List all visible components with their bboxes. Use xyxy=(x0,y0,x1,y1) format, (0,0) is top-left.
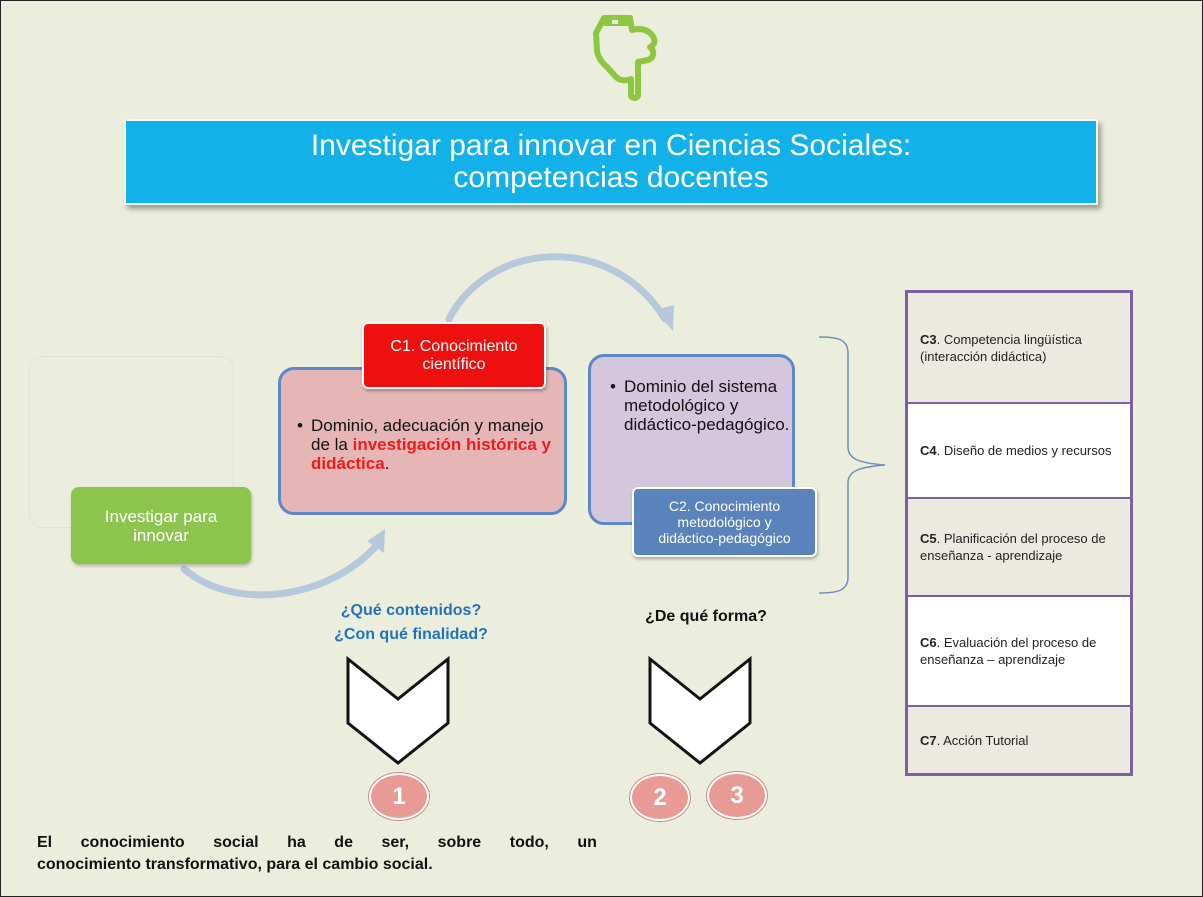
competency-c4: C4. Diseño de medios y recursos xyxy=(908,404,1130,499)
question-content: ¿Qué contenidos? ¿Con qué finalidad? xyxy=(301,599,521,647)
question-what-contents: ¿Qué contenidos? xyxy=(340,602,482,619)
c1-label-line-2: científico xyxy=(422,355,486,373)
question-how: ¿De qué forma? xyxy=(645,608,767,625)
closing-statement: El conocimiento social ha de ser, sobre … xyxy=(37,832,597,876)
competency-c6: C6. Evaluación del proceso de enseñanza … xyxy=(908,597,1130,707)
innovate-line-1: Investigar para xyxy=(104,506,218,526)
competency-code: C4 xyxy=(920,443,937,458)
question-purpose: ¿Con qué finalidad? xyxy=(334,626,488,643)
title-line-1: Investigar para innovar en Ciencias Soci… xyxy=(310,129,912,162)
c2-label-line-2: metodológico y xyxy=(677,514,772,530)
c2-bullet-text: Dominio del sistema metodológico y didác… xyxy=(624,377,790,434)
c1-bullet-start: Dominio, adecuación y manejo de la xyxy=(311,416,544,454)
pointing-hand-icon xyxy=(593,15,658,101)
competency-code: C7 xyxy=(920,732,937,748)
word: sobre xyxy=(437,834,482,851)
chevron-down-icon xyxy=(648,655,752,765)
closing-statement-line-1: El conocimiento social ha de ser, sobre … xyxy=(37,832,597,854)
c1-label: C1. Conocimiento científico xyxy=(362,322,546,389)
word: ser, xyxy=(381,834,410,851)
word: todo, xyxy=(509,834,549,851)
number-badge-1: 1 xyxy=(369,773,429,820)
competency-c5: C5. Planificación del proceso de enseñan… xyxy=(908,499,1130,597)
competency-text: . Evaluación del proceso de enseñanza – … xyxy=(920,635,1097,667)
competency-text: . Acción Tutorial xyxy=(936,732,1029,748)
competency-text: . Planificación del proceso de enseñanza… xyxy=(920,531,1106,563)
c1-bullet-text: Dominio, adecuación y manejo de la inves… xyxy=(311,416,557,473)
c1-content-box xyxy=(278,367,567,515)
word: un xyxy=(577,834,597,851)
c1-bullet: • Dominio, adecuación y manejo de la inv… xyxy=(297,416,557,473)
innovate-line-2: innovar xyxy=(133,525,189,545)
arrow-head-bottom xyxy=(367,529,385,553)
c2-bullet: • Dominio del sistema metodológico y did… xyxy=(610,377,790,434)
innovate-box: Investigar para innovar xyxy=(71,487,251,564)
word: El xyxy=(37,834,53,851)
number-badge-2: 2 xyxy=(630,774,690,821)
brace xyxy=(818,336,886,594)
number-badge-3: 3 xyxy=(707,772,767,819)
c2-label: C2. Conocimiento metodológico y didáctic… xyxy=(632,487,817,557)
arrow-head-top xyxy=(655,305,674,331)
bullet-icon: • xyxy=(297,416,303,435)
title-banner: Investigar para innovar en Ciencias Soci… xyxy=(124,119,1098,205)
word: conocimiento xyxy=(80,834,185,851)
c2-label-line-3: didáctico-pedagógico xyxy=(658,530,791,546)
competency-text: . Competencia lingüística (interacción d… xyxy=(920,331,1082,364)
word: social xyxy=(213,834,259,851)
closing-statement-line-2: conocimiento transformativo, para el cam… xyxy=(37,856,433,873)
c1-label-line-1: C1. Conocimiento xyxy=(390,337,518,355)
c1-bullet-end: . xyxy=(384,454,390,473)
competency-code: C3 xyxy=(920,331,937,347)
word: de xyxy=(334,834,353,851)
competency-c7: C7. Acción Tutorial xyxy=(908,707,1130,773)
competency-c3: C3. Competencia lingüística (interacción… xyxy=(908,293,1130,404)
bullet-icon: • xyxy=(610,377,616,396)
competency-text: . Diseño de medios y recursos xyxy=(936,443,1112,458)
title-line-2: competencias docentes xyxy=(453,161,769,194)
chevron-down-icon xyxy=(346,655,450,765)
competencies-panel: C3. Competencia lingüística (interacción… xyxy=(905,290,1133,776)
c1-bullet-highlight: investigación histórica y didáctica xyxy=(311,435,551,473)
competency-code: C6 xyxy=(920,635,937,650)
c2-label-line-1: C2. Conocimiento xyxy=(668,498,781,514)
word: ha xyxy=(287,834,306,851)
competency-code: C5 xyxy=(920,531,937,546)
